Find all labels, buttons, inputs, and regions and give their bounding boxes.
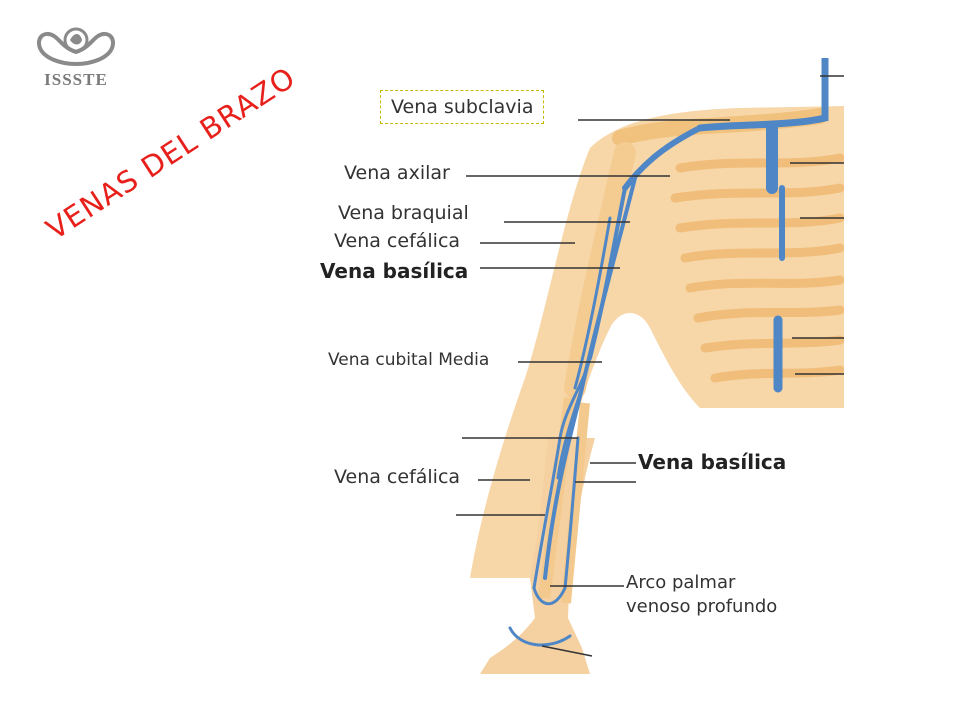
hands-emblem-icon <box>37 27 115 67</box>
label-vena-cubital-media: Vena cubital Media <box>328 350 490 370</box>
label-arco-palmar-line1: Arco palmar <box>626 572 736 593</box>
arm-anatomy-illustration <box>320 58 844 674</box>
label-vena-cefalica-lower: Vena cefálica <box>334 466 461 488</box>
label-vena-axilar: Vena axilar <box>344 162 450 184</box>
logo-text: ISSSTE <box>44 70 108 89</box>
label-vena-cefalica-upper: Vena cefálica <box>334 230 461 252</box>
label-vena-braquial: Vena braquial <box>338 202 469 224</box>
label-vena-subclavia: Vena subclavia <box>380 90 545 124</box>
label-arco-palmar-line2: venoso profundo <box>626 596 778 617</box>
label-vena-basilica-lower: Vena basílica <box>638 450 787 474</box>
issste-logo: ISSSTE <box>30 18 122 98</box>
label-vena-basilica-upper: Vena basílica <box>320 259 469 283</box>
arm-veins-diagram: Vena subclavia Vena axilar Vena braquial… <box>320 58 844 674</box>
